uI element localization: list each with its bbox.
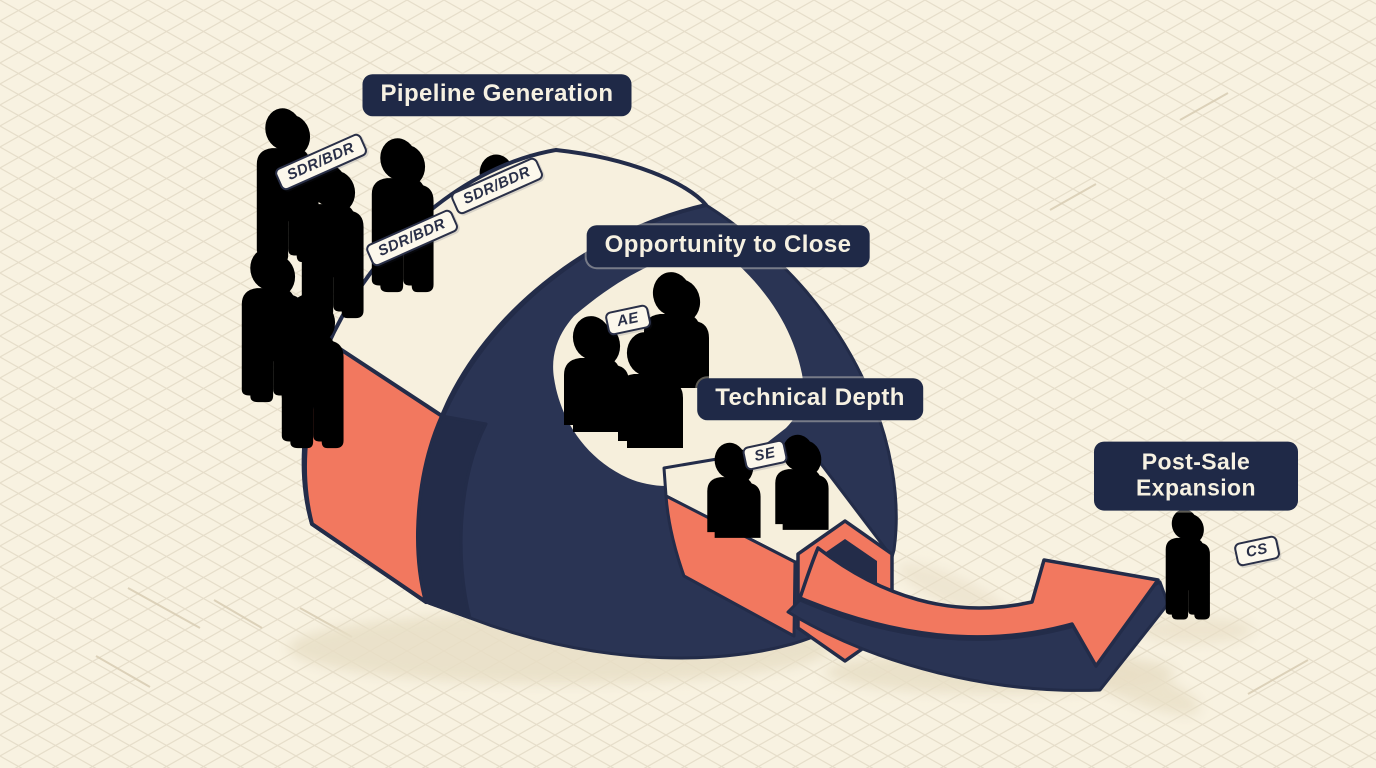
stage-label-opportunity-to-close: Opportunity to Close bbox=[586, 225, 870, 267]
funnel-spout-front bbox=[664, 494, 797, 638]
stage-label-post-sale-expansion: Post-Sale Expansion bbox=[1094, 441, 1298, 511]
flow-arrow-underside bbox=[786, 580, 1170, 692]
funnel-rim-edge bbox=[416, 414, 488, 620]
flow-arrow bbox=[786, 546, 1170, 692]
stage-label-pipeline-generation: Pipeline Generation bbox=[362, 74, 632, 116]
accent-dashes bbox=[95, 92, 1309, 695]
stage-label-technical-depth: Technical Depth bbox=[697, 378, 923, 420]
flow-arrow-top bbox=[798, 546, 1160, 668]
